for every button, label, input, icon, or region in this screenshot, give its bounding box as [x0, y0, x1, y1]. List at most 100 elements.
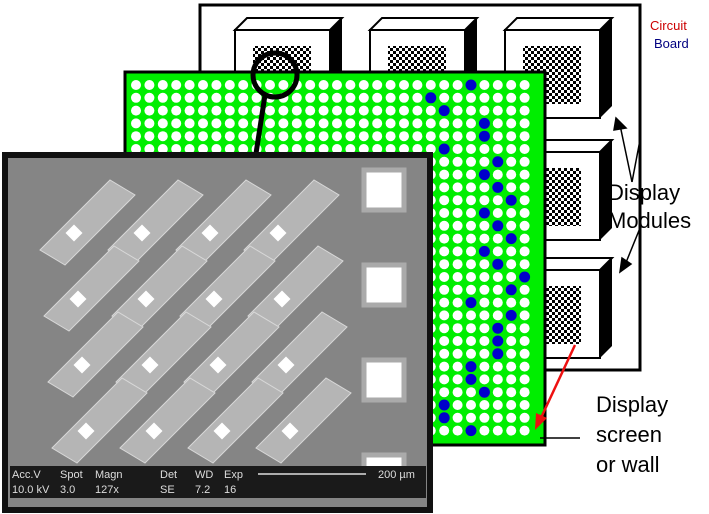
- pixel-off: [332, 131, 342, 142]
- pixel-off: [144, 105, 155, 116]
- pixel-off: [358, 144, 369, 154]
- pixel-off: [224, 144, 235, 154]
- pixel-off: [506, 182, 517, 193]
- pixel-off: [198, 131, 208, 142]
- pixel-off: [439, 233, 450, 244]
- pixel-off: [412, 118, 423, 129]
- pixel-off: [131, 118, 141, 129]
- pixel-off: [318, 144, 329, 154]
- pixel-off: [211, 118, 222, 129]
- pixel-off: [479, 336, 490, 346]
- pixel-on: [465, 361, 477, 373]
- pixel-off: [479, 348, 490, 359]
- pixel-off: [439, 348, 450, 359]
- pixel-on: [505, 233, 517, 245]
- pixel-off: [519, 387, 530, 398]
- display-screen-label-1: Display: [596, 392, 668, 417]
- pixel-off: [452, 131, 463, 142]
- pixel-off: [224, 92, 235, 103]
- pixel-off: [251, 92, 262, 103]
- bond-pad: [361, 357, 407, 403]
- pixel-off: [519, 92, 530, 103]
- pixel-off: [452, 246, 463, 257]
- pixel-on: [478, 130, 490, 142]
- pixel-off: [479, 310, 490, 321]
- pixel-off: [452, 425, 463, 436]
- pixel-off: [519, 220, 530, 231]
- pixel-off: [519, 208, 530, 218]
- pixel-off: [466, 387, 476, 398]
- pixel-off: [519, 182, 530, 193]
- pixel-off: [184, 92, 195, 103]
- pixel-off: [278, 80, 289, 90]
- micromirror: [39, 179, 136, 266]
- pixel-off: [439, 246, 450, 257]
- pixel-on: [478, 169, 490, 181]
- pixel-off: [439, 425, 450, 436]
- pixel-off: [479, 400, 490, 410]
- screen-arrow-head: [535, 413, 547, 430]
- display-modules-label-1: Display: [608, 180, 680, 205]
- pixel-off: [519, 374, 530, 385]
- display-screen-label-2: screen: [596, 422, 662, 447]
- pixel-off: [479, 297, 490, 308]
- circuit-board-label-1: Circuit: [650, 18, 687, 33]
- pixel-off: [479, 272, 490, 282]
- pixel-off: [479, 144, 490, 154]
- pixel-off: [452, 374, 463, 385]
- pixel-off: [466, 323, 476, 334]
- sem-header: Det: [160, 469, 177, 481]
- pixel-off: [278, 105, 289, 116]
- pixel-on: [505, 194, 517, 206]
- pixel-off: [157, 92, 168, 103]
- pixel-off: [466, 272, 476, 282]
- pixel-off: [506, 80, 517, 90]
- pixel-off: [506, 169, 517, 180]
- pixel-off: [439, 259, 450, 270]
- pixel-off: [144, 144, 155, 154]
- pixel-off: [224, 80, 235, 90]
- pixel-on: [505, 309, 517, 321]
- pixel-off: [358, 105, 369, 116]
- pixel-off: [492, 80, 503, 90]
- pixel-off: [358, 131, 369, 142]
- pixel-off: [492, 310, 503, 321]
- pixel-off: [466, 131, 476, 142]
- pixel-off: [479, 182, 490, 193]
- pixel-off: [452, 297, 463, 308]
- pixel-off: [506, 348, 517, 359]
- pixel-off: [238, 80, 249, 90]
- pixel-on: [438, 143, 450, 155]
- circuit-board-label-2: Board: [654, 36, 689, 51]
- pixel-off: [519, 118, 530, 129]
- pixel-off: [211, 131, 222, 142]
- pixel-off: [131, 80, 141, 90]
- screen-arrow: [538, 344, 577, 421]
- pixel-off: [506, 220, 517, 231]
- pixel-off: [492, 105, 503, 116]
- pixel-off: [425, 118, 436, 129]
- pixel-on: [438, 399, 450, 411]
- pixel-on: [492, 258, 504, 270]
- pixel-off: [506, 156, 517, 167]
- pixel-off: [479, 156, 490, 167]
- pixel-off: [224, 131, 235, 142]
- pixel-off: [238, 105, 249, 116]
- pixel-off: [506, 297, 517, 308]
- pixel-off: [291, 105, 302, 116]
- pixel-off: [492, 92, 503, 103]
- pixel-on: [492, 156, 504, 168]
- pixel-on: [492, 322, 504, 334]
- pixel-off: [492, 374, 503, 385]
- pixel-off: [452, 336, 463, 346]
- pixel-off: [506, 131, 517, 142]
- pixel-off: [265, 144, 275, 154]
- pixel-off: [399, 80, 409, 90]
- pixel-off: [466, 118, 476, 129]
- pixel-off: [492, 233, 503, 244]
- pixel-off: [519, 169, 530, 180]
- pixel-off: [265, 105, 275, 116]
- micromirror: [255, 377, 352, 464]
- pixel-off: [492, 118, 503, 129]
- pixel-off: [265, 131, 275, 142]
